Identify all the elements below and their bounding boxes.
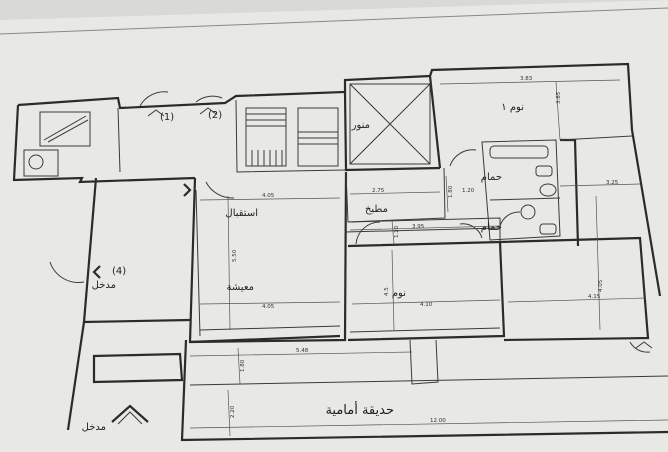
dim-misc-1: 1.80 [448,185,454,198]
marker-2: (2) [208,110,222,121]
dim-bath-width: 1.20 [462,188,475,194]
room-label-toilet: حمام [481,222,502,233]
dim-garden-width: 12.00 [430,418,446,424]
walls [12,62,668,442]
dim-kitchen-width: 2.75 [372,188,385,194]
dim-right-height: 4.05 [598,279,604,292]
dim-garden-height: 2.20 [230,405,236,418]
room-label-reception: استقبال [225,208,258,219]
dim-right-width-2: 4.15 [588,294,601,300]
marker-1: (1) [160,112,174,123]
dim-bedroom-width: 4.10 [420,302,433,308]
room-label-bedroom1: نوم ١ [501,102,524,113]
dim-right-width: 3.25 [606,180,619,186]
direction-arrows [92,107,653,425]
dimension-lines [189,79,668,437]
bath-fixtures [489,145,557,235]
room-label-bath: حمام [481,172,502,183]
room-label-garden: حديقة أمامية [325,401,394,418]
dim-living-width: 4.05 [262,304,275,310]
staircase [245,107,339,167]
dim-bed1-height: 3.85 [556,91,562,104]
dim-bedroom-height: 4.5 [384,287,390,296]
dim-corridor-width: 3.95 [412,224,425,230]
lightwell [349,83,431,165]
room-label-entrance: مدخل [92,280,116,291]
room-label-bedroom: نوم [392,288,406,299]
dim-terrace-height: 1.80 [240,359,246,372]
room-label-entrance-bottom: مدخل [82,422,106,433]
room-label-lightwell: منور [351,120,370,131]
room-label-kitchen: مطبخ [365,204,388,215]
dimension-labels: 3.83 3.85 4.05 4.05 5.50 2.75 1.20 3.95 … [230,76,619,424]
dim-misc-2: 1.20 [394,225,400,238]
dim-reception-width: 4.05 [262,193,275,199]
dim-living-height: 5.50 [232,249,238,262]
room-labels: استقبال معيشة نوم نوم ١ مطبخ حمام حمام م… [82,102,524,433]
marker-4: (4) [112,266,126,277]
dim-bed1-width: 3.83 [520,76,533,82]
partitions [117,99,668,386]
room-label-living: معيشة [227,282,254,293]
dim-terrace-width: 5.48 [296,348,309,354]
elevator-shaft [23,111,91,177]
paper-top-rule [0,7,668,35]
doors [49,91,651,353]
